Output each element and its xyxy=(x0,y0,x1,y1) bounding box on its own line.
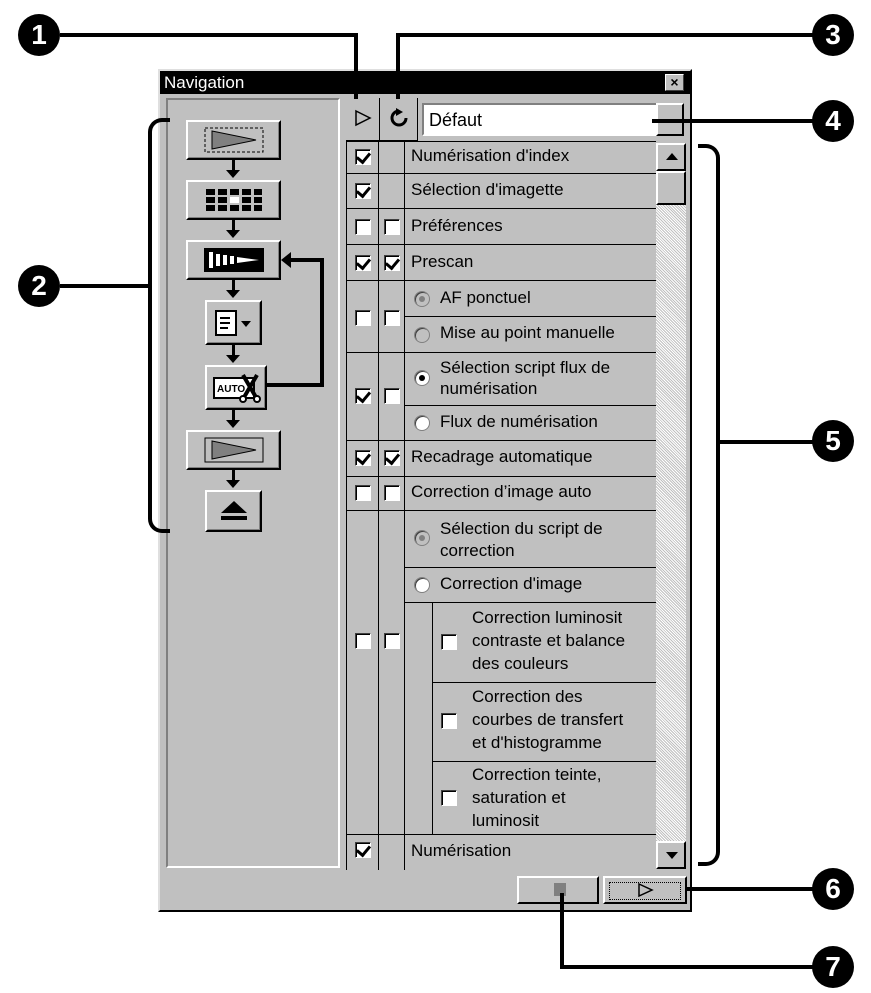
mf-radio[interactable] xyxy=(414,327,430,343)
focus-loop-checkbox[interactable] xyxy=(384,310,400,326)
row-label: Sélection d'imagette xyxy=(411,180,564,199)
autocorrect-prescan-checkbox[interactable] xyxy=(355,485,371,501)
row-label: courbes de transfert xyxy=(472,710,624,729)
play-outline-icon xyxy=(355,109,372,127)
scan-icon xyxy=(204,437,263,463)
navigation-flow-pane xyxy=(166,98,340,868)
row-label: Mise au point manuelle xyxy=(440,323,615,342)
row-label: Correction d’image auto xyxy=(411,482,592,501)
scroll-down-button[interactable] xyxy=(656,841,686,869)
autocrop-loop-checkbox[interactable] xyxy=(384,450,400,466)
row-label: contraste et balance xyxy=(472,631,626,650)
index-scan-prescan-checkbox[interactable] xyxy=(355,149,371,165)
scroll-up-button[interactable] xyxy=(656,143,686,171)
menu-select-icon xyxy=(214,309,251,336)
title-bar[interactable]: Navigation × xyxy=(160,71,690,94)
arrow-down-icon xyxy=(666,852,678,859)
callout-6: 6 xyxy=(812,868,854,910)
prefs-prescan-checkbox[interactable] xyxy=(355,219,371,235)
row-label: Correction des xyxy=(472,687,583,706)
window-title: Navigation xyxy=(164,73,245,92)
row-label: numérisation xyxy=(440,379,538,398)
af-radio[interactable] xyxy=(414,291,430,307)
thumbnail-select-icon xyxy=(205,189,262,211)
autocorrect-loop-checkbox[interactable] xyxy=(384,485,400,501)
row-label: Correction luminosit xyxy=(472,608,623,627)
eject-icon xyxy=(220,501,247,520)
prescan-prescan-checkbox[interactable] xyxy=(355,255,371,271)
task-list-pane xyxy=(346,98,686,870)
row-label: Prescan xyxy=(411,252,474,271)
scan-flow-radio[interactable] xyxy=(414,415,430,431)
row-label: Flux de numérisation xyxy=(440,412,598,431)
prescan-loop-checkbox[interactable] xyxy=(384,255,400,271)
prefs-loop-checkbox[interactable] xyxy=(384,219,400,235)
curve-checkbox[interactable] xyxy=(441,713,457,729)
auto-crop-button[interactable]: AUTO xyxy=(205,365,267,410)
row-label: Recadrage automatique xyxy=(411,447,593,466)
stop-button[interactable] xyxy=(517,876,599,904)
index-scan-button[interactable] xyxy=(186,120,281,160)
hue-checkbox[interactable] xyxy=(441,790,457,806)
callout-5: 5 xyxy=(812,420,854,462)
scan-button[interactable] xyxy=(186,430,281,470)
row-label: Correction d'image xyxy=(440,574,583,593)
row-label: des couleurs xyxy=(472,654,569,673)
stop-icon xyxy=(554,883,566,896)
column-header-prescan[interactable] xyxy=(346,98,380,141)
thumbnail-select-button[interactable] xyxy=(186,180,281,220)
menu-select-button[interactable] xyxy=(205,300,262,345)
autocrop-prescan-checkbox[interactable] xyxy=(355,450,371,466)
row-label: Numérisation xyxy=(411,841,512,860)
index-scan-icon xyxy=(204,127,263,153)
correction-prescan-checkbox[interactable] xyxy=(355,633,371,649)
start-button[interactable] xyxy=(603,876,687,904)
row-label: correction xyxy=(440,541,515,560)
callout-3: 3 xyxy=(812,14,854,56)
auto-crop-icon: AUTO xyxy=(213,373,261,403)
callout-7: 7 xyxy=(812,946,854,988)
close-button[interactable]: × xyxy=(665,74,684,91)
play-outline-icon xyxy=(638,883,654,897)
prescan-icon xyxy=(203,248,264,272)
thumb-select-prescan-checkbox[interactable] xyxy=(355,183,371,199)
row-label: et d'histogramme xyxy=(472,733,602,752)
script-flow-radio[interactable] xyxy=(414,370,430,386)
row-label: luminosit xyxy=(472,811,540,830)
svg-text:AUTO: AUTO xyxy=(217,384,245,395)
scan-prescan-checkbox[interactable] xyxy=(355,842,371,858)
correction-loop-checkbox[interactable] xyxy=(384,633,400,649)
preset-dropdown[interactable]: Défaut xyxy=(422,103,684,136)
row-label: saturation et xyxy=(472,788,566,807)
vertical-scrollbar[interactable] xyxy=(656,143,686,869)
callout-2: 2 xyxy=(18,265,60,307)
refresh-icon xyxy=(390,108,408,127)
row-label: Numérisation d'index xyxy=(411,146,570,165)
flow-prescan-checkbox[interactable] xyxy=(355,388,371,404)
preset-value: Défaut xyxy=(429,110,483,130)
column-header-loop[interactable] xyxy=(380,98,418,141)
prescan-button[interactable] xyxy=(186,240,281,280)
callout-4: 4 xyxy=(812,100,854,142)
row-label: Sélection du script de xyxy=(440,519,603,538)
row-label: Préférences xyxy=(411,216,503,235)
arrow-up-icon xyxy=(666,153,678,160)
flow-loop-checkbox[interactable] xyxy=(384,388,400,404)
row-label: Sélection script flux de xyxy=(440,358,611,377)
scroll-thumb[interactable] xyxy=(656,171,686,205)
img-corr-radio[interactable] xyxy=(414,577,430,593)
row-label: AF ponctuel xyxy=(440,288,531,307)
row-label: Correction teinte, xyxy=(472,765,602,784)
lum-checkbox[interactable] xyxy=(441,634,457,650)
focus-prescan-checkbox[interactable] xyxy=(355,310,371,326)
eject-button[interactable] xyxy=(205,490,262,532)
corr-script-radio[interactable] xyxy=(414,530,430,546)
callout-1: 1 xyxy=(18,14,60,56)
